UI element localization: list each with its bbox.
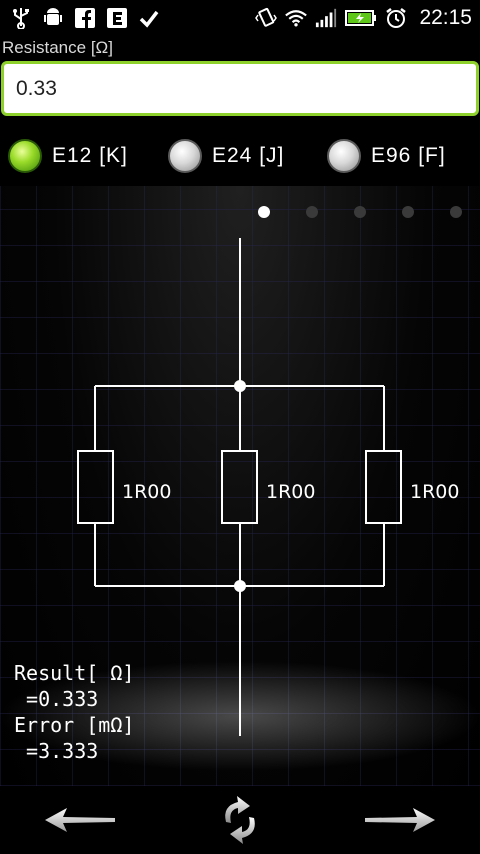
series-radio-group: E12 [K] E24 [J] E96 [F]	[0, 132, 480, 180]
page-dot-3	[354, 206, 366, 218]
page-indicator	[0, 206, 480, 220]
circuit-panel[interactable]: 1R00 1R00 1R00 Result[ Ω] =0.333 Error […	[0, 186, 480, 786]
radio-e24-label: E24 [J]	[212, 144, 285, 167]
radio-e24-indicator[interactable]	[168, 139, 202, 173]
previous-button[interactable]	[40, 800, 120, 840]
resistance-field[interactable]	[1, 61, 479, 116]
junction-top	[234, 380, 246, 392]
radio-e12-indicator[interactable]	[8, 139, 42, 173]
resistor-3-label: 1R00	[410, 481, 460, 503]
resistance-label: Resistance [Ω]	[2, 38, 113, 57]
resistor-3	[365, 450, 402, 524]
radio-e96-label: E96 [F]	[371, 144, 446, 167]
e-app-icon	[106, 7, 128, 29]
radio-e12[interactable]: E12 [K]	[8, 137, 128, 175]
arrow-right-icon	[365, 808, 435, 832]
arrow-left-icon	[45, 808, 115, 832]
vibrate-icon	[255, 7, 278, 29]
resistor-2-label: 1R00	[266, 481, 316, 503]
signal-icon	[315, 7, 337, 29]
radio-e96[interactable]: E96 [F]	[327, 137, 446, 175]
facebook-icon	[74, 7, 96, 29]
result-readout: Result[ Ω] =0.333 Error [mΩ] =3.333	[14, 660, 134, 764]
clock: 22:15	[419, 6, 472, 29]
radio-e24[interactable]: E24 [J]	[168, 137, 284, 175]
result-label: Result[ Ω]	[14, 661, 135, 685]
refresh-button[interactable]	[212, 790, 268, 850]
result-value: =0.333	[14, 687, 99, 711]
junction-bottom	[234, 580, 246, 592]
wifi-icon	[285, 7, 308, 29]
resistor-1	[77, 450, 114, 524]
error-label: Error [mΩ]	[14, 713, 135, 737]
next-button[interactable]	[360, 800, 440, 840]
system-icons: 22:15	[255, 6, 472, 30]
usb-icon	[10, 7, 32, 29]
alarm-icon	[385, 7, 407, 29]
parallel-circuit-diagram	[77, 238, 402, 736]
page-dot-1	[258, 206, 270, 218]
resistor-1-label: 1R00	[122, 481, 172, 503]
radio-e96-indicator[interactable]	[327, 139, 361, 173]
resistor-2	[221, 450, 258, 524]
page-dot-2	[306, 206, 318, 218]
page-dot-4	[402, 206, 414, 218]
bottom-navigation	[0, 786, 480, 854]
status-bar: 22:15	[0, 0, 480, 36]
page-dot-5	[450, 206, 462, 218]
check-icon	[138, 7, 160, 29]
error-value: =3.333	[14, 739, 99, 763]
refresh-icon	[225, 796, 255, 844]
resistance-input[interactable]	[4, 64, 476, 113]
radio-e12-label: E12 [K]	[52, 144, 128, 167]
battery-charging-icon	[345, 7, 377, 29]
notification-icons	[10, 6, 160, 30]
android-debug-icon	[42, 7, 64, 29]
